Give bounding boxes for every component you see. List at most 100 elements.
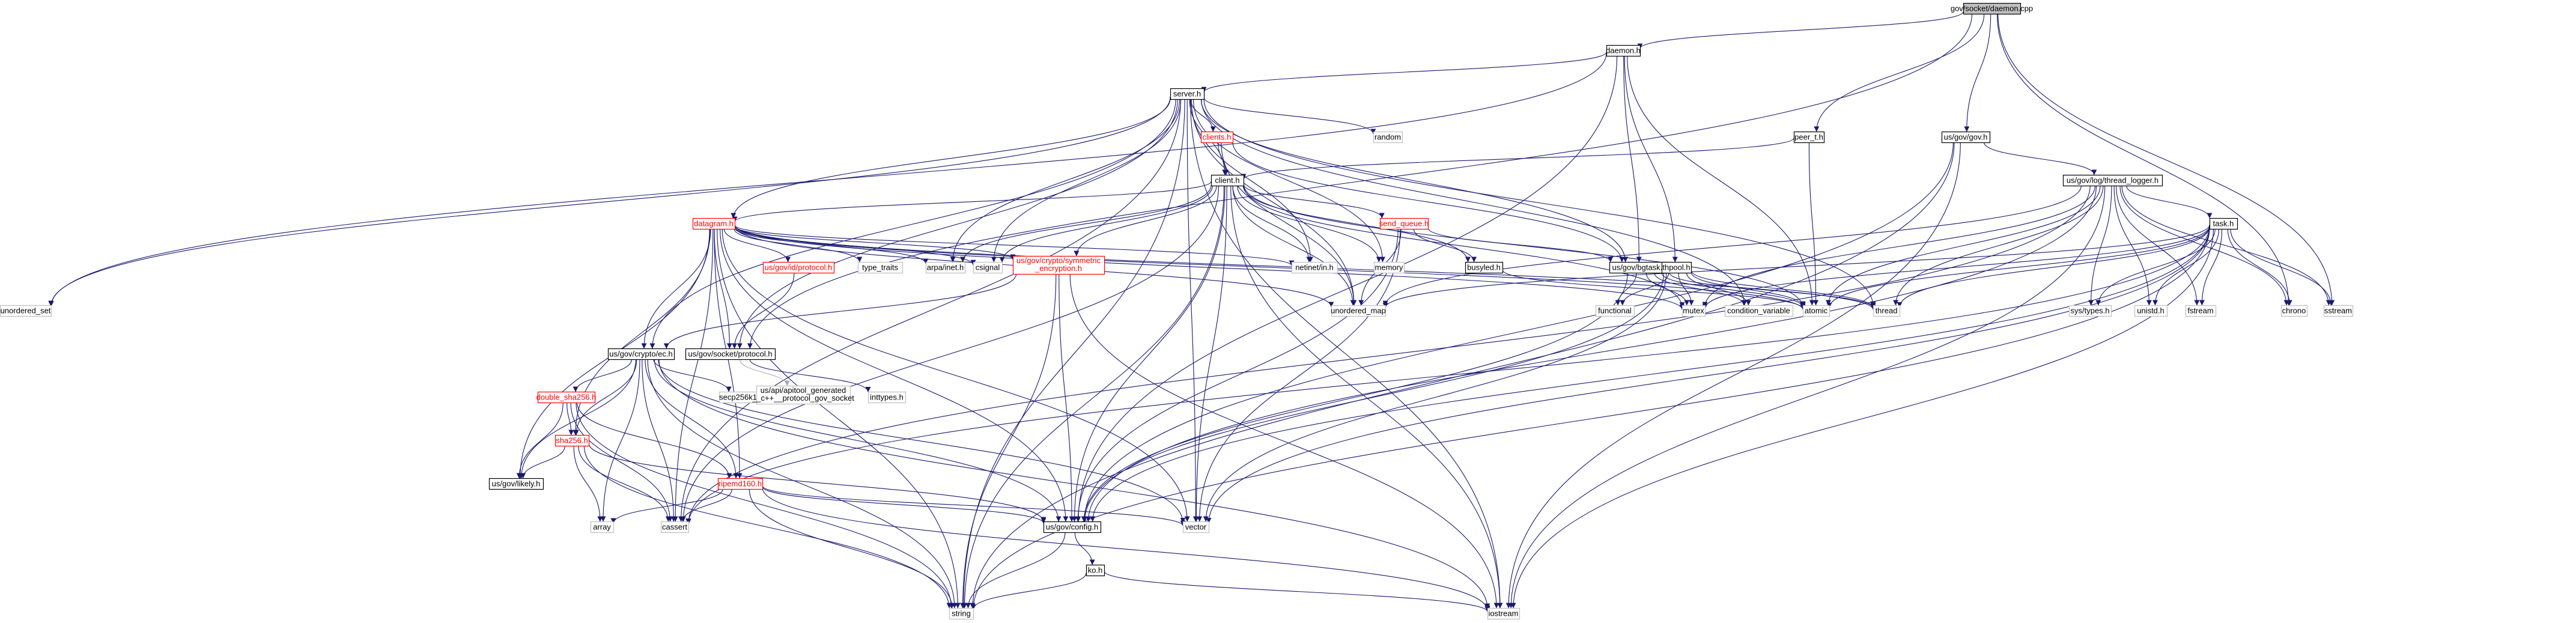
node-chrono: chrono	[2280, 305, 2308, 317]
edge-ripemd160_h-to-string	[749, 488, 955, 609]
node-daemon-h[interactable]: daemon.h	[1606, 44, 1641, 57]
node-ec-h[interactable]: us/gov/crypto/ec.h	[607, 348, 675, 360]
edge-server_h-to-protocol_socket_h	[737, 99, 1178, 349]
node-peer-t-h[interactable]: peer_t.h	[1793, 131, 1825, 144]
node-inttypes-h: inttypes.h	[867, 391, 907, 404]
edge-protocol_socket_h-to-apitool_h	[740, 359, 790, 386]
node-fstream: fstream	[2185, 305, 2217, 317]
node-box	[857, 261, 904, 274]
edge-server_h-to-unordered_map	[1191, 99, 1357, 306]
node-us-gov-h[interactable]: us/gov/gov.h	[1941, 131, 1991, 144]
node-double-sha256-h[interactable]: double_sha256.h	[536, 391, 597, 404]
node-label: cassert	[662, 523, 687, 532]
node-box	[1211, 174, 1245, 187]
node-label: double_sha256.h	[536, 393, 597, 402]
edge-server_h-to-unordered_set	[48, 97, 1171, 306]
node-protocol-socket-h[interactable]: us/gov/socket/protocol.h	[685, 348, 776, 360]
node-box	[1724, 305, 1794, 317]
node-type-traits: type_traits	[857, 261, 904, 274]
node-unistd-h: unistd.h	[2134, 305, 2168, 317]
node-box	[1661, 261, 1692, 274]
node-box	[488, 478, 544, 490]
node-task-h[interactable]: task.h	[2209, 217, 2238, 230]
node-arpa-inet-h: arpa/inet.h	[925, 261, 966, 274]
node-client-h[interactable]: client.h	[1211, 174, 1245, 187]
node-box	[1963, 2, 2022, 15]
edge-double_sha256_h-to-string	[576, 402, 955, 609]
node-sha256-h[interactable]: sha256.h	[554, 434, 590, 447]
edge-server_h-to-condition_variable	[1201, 99, 1748, 306]
node-box	[1802, 305, 1830, 317]
edge-ko_h-to-iostream	[1104, 571, 1490, 612]
edge-double_sha256_h-to-ripemd160_h	[577, 402, 732, 479]
node-label: us/gov/config.h	[1046, 523, 1098, 532]
node-label: thpool.h	[1662, 263, 1690, 272]
edge-client_h-to-unordered_map	[1232, 185, 1356, 306]
edge-protocol_socket_h-to-inttypes_h	[749, 359, 871, 392]
node-random: random	[1373, 131, 1403, 144]
node-sstream: sstream	[2323, 305, 2354, 317]
node-bgtask-h[interactable]: us/gov/bgtask.h	[1609, 261, 1671, 274]
edge-client_h-to-mutex	[1243, 184, 1685, 308]
node-box	[685, 348, 776, 360]
edge-client_h-to-csignal	[999, 185, 1213, 263]
edge-server_h-to-iostream	[1189, 99, 1503, 609]
node-busyled-h[interactable]: busyled.h	[1465, 261, 1504, 274]
edge-ec_h-to-iostream	[658, 359, 1490, 609]
edge-datagram_h-to-protocol_id_h	[723, 228, 791, 263]
edge-datagram_h-to-symmetric_encryption_h	[734, 225, 1016, 260]
edge-client_h-to-vector	[1193, 185, 1227, 522]
node-box	[1941, 131, 1991, 144]
node-protocol-id-h[interactable]: us/gov/id/protocol.h	[762, 261, 835, 274]
edge-bgtask_h-to-functional	[1615, 272, 1637, 306]
edge-client_h-to-busyled_h	[1242, 185, 1471, 263]
edge-server_h-to-cassert	[678, 99, 1181, 522]
node-label: unordered_map	[1331, 306, 1386, 315]
node-box	[1379, 217, 1429, 230]
edge-send_queue_h-to-busyled_h	[1413, 228, 1477, 263]
edge-root-to-chrono	[1996, 13, 2291, 306]
edge-busyled_h-to-atomic	[1502, 269, 1806, 309]
node-box	[1291, 261, 1338, 274]
edge-daemon_h-to-bgtask_h	[1623, 55, 1642, 263]
edge-thpool_h-to-atomic	[1690, 272, 1806, 307]
node-datagram-h[interactable]: datagram.h	[692, 217, 736, 230]
node-label: us/gov/gov.h	[1944, 133, 1988, 142]
edge-server_h-to-ec_h	[649, 99, 1176, 349]
node-thpool-h[interactable]: thpool.h	[1661, 261, 1692, 274]
edge-client_h-to-memory	[1237, 185, 1382, 263]
node-label: arpa/inet.h	[927, 263, 964, 272]
node-label: us/gov/crypto/symmetric_encryption.h	[1016, 256, 1101, 273]
edge-sha256_h-to-likely_h	[520, 445, 565, 479]
edge-daemon_h-to-thpool_h	[1624, 55, 1678, 263]
node-root[interactable]: gov/socket/daemon.cpp	[1951, 2, 2033, 15]
edge-task_h-to-mutex	[1702, 225, 2210, 309]
node-netinet-in-h: netinet/in.h	[1291, 261, 1338, 274]
node-thread-logger-h[interactable]: us/gov/log/thread_logger.h	[2062, 174, 2163, 187]
node-symmetric-encryption-h[interactable]: us/gov/crypto/symmetric_encryption.h	[1012, 255, 1105, 275]
node-ripemd160-h[interactable]: ripemd160.h	[717, 478, 764, 490]
node-box	[973, 261, 1003, 274]
edge-datagram_h-to-string	[717, 228, 961, 609]
edge-server_h-to-vector	[1186, 99, 1198, 522]
edge-client_h-to-symmetric_encryption_h	[1074, 185, 1217, 257]
node-box	[2062, 174, 2163, 187]
node-likely-h[interactable]: us/gov/likely.h	[488, 478, 544, 490]
edge-ec_h-to-config_h	[654, 359, 1062, 522]
node-send-queue-h[interactable]: send_queue.h	[1379, 217, 1429, 230]
edge-thpool_h-to-functional	[1620, 272, 1669, 306]
node-clients-h[interactable]: clients.h	[1200, 131, 1234, 144]
edge-daemon_h-to-atomic	[1627, 55, 1815, 306]
node-box	[692, 217, 736, 230]
node-condition-variable: condition_variable	[1724, 305, 1794, 317]
node-label: client.h	[1215, 176, 1239, 185]
node-label: task.h	[2213, 219, 2234, 228]
node-server-h[interactable]: server.h	[1170, 88, 1205, 100]
edge-bgtask_h-to-config_h	[1081, 272, 1628, 522]
edge-bgtask_h-to-condition_variable	[1654, 272, 1747, 306]
node-string: string	[949, 607, 974, 620]
node-ko-h[interactable]: ko.h	[1086, 564, 1105, 577]
node-label: us/gov/log/thread_logger.h	[2067, 176, 2158, 185]
node-config-h[interactable]: us/gov/config.h	[1043, 521, 1102, 533]
node-box	[1373, 131, 1403, 144]
